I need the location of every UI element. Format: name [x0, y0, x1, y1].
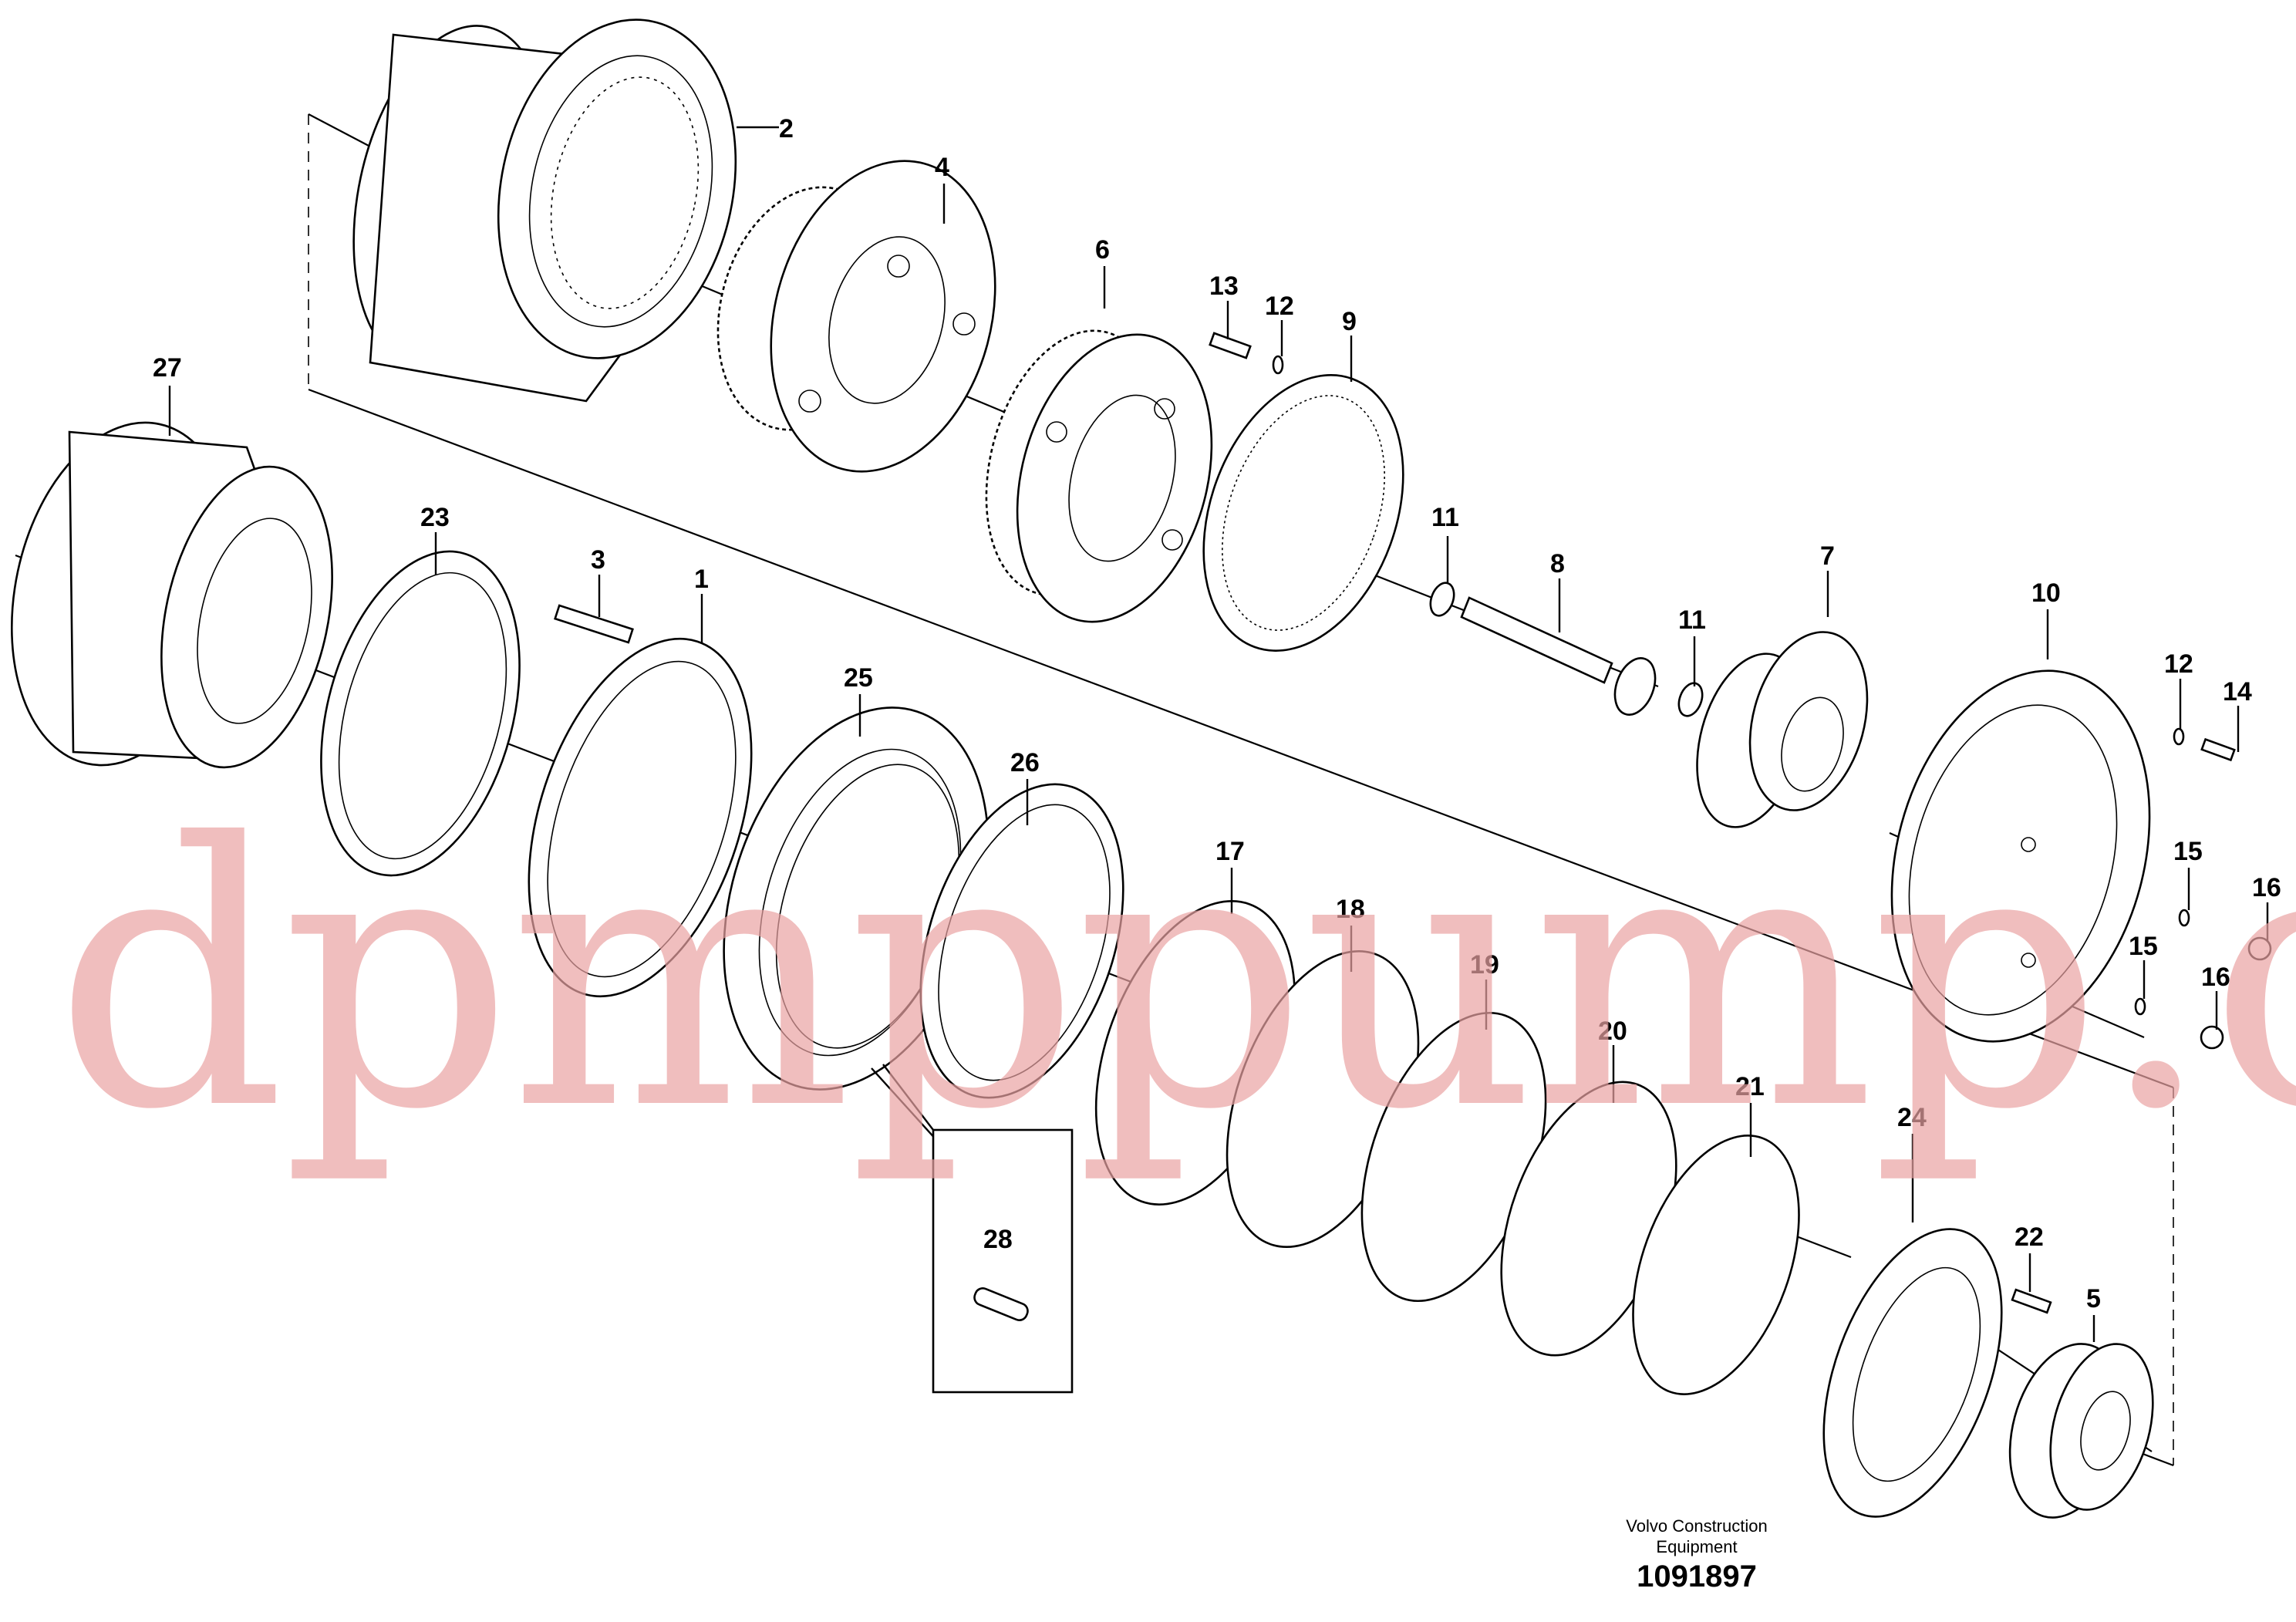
callout-16-lower: 16 [2201, 963, 2230, 992]
callout-11-upper: 11 [1431, 503, 1459, 532]
planet-carrier-large [716, 160, 996, 473]
callout-21: 21 [1735, 1072, 1765, 1101]
disc-24 [1822, 1228, 2003, 1518]
callout-19: 19 [1470, 950, 1499, 980]
callout-5: 5 [2086, 1284, 2101, 1313]
callout-18: 18 [1336, 895, 1365, 924]
callout-15-lower: 15 [2129, 932, 2158, 961]
callout-27: 27 [153, 353, 182, 383]
cover [1890, 669, 2151, 1043]
bolt-13 [1209, 332, 1252, 359]
nut-16-upper [2247, 936, 2272, 961]
piston-26 [919, 783, 1124, 1099]
callout-22: 22 [2014, 1222, 2044, 1252]
gear-5 [2008, 1343, 2154, 1519]
callout-6: 6 [1095, 235, 1110, 265]
pin-detail-box [871, 1064, 1074, 1394]
callout-23: 23 [420, 503, 450, 532]
o-ring-21 [1632, 1135, 1800, 1395]
bearing-ring-1 [528, 637, 753, 998]
callout-12-upper: 12 [1265, 292, 1294, 321]
footer-caption-line-1: Volvo Construction [1626, 1516, 1768, 1536]
nut-16-lower [2200, 1025, 2224, 1050]
washer-15-lower [2134, 997, 2146, 1016]
callout-labels: 2 4 6 13 12 9 27 23 11 3 8 7 1 10 11 12 … [153, 114, 2281, 1313]
callout-1: 1 [694, 565, 709, 594]
callout-13: 13 [1209, 271, 1239, 301]
callout-2: 2 [779, 114, 794, 143]
bolt-14 [2200, 737, 2236, 762]
callout-20: 20 [1598, 1017, 1627, 1046]
callout-10: 10 [2031, 578, 2061, 608]
planet-carrier-small [985, 329, 1213, 623]
callout-14: 14 [2223, 677, 2252, 706]
drawing-number: 1091897 [1637, 1560, 1757, 1593]
callout-24: 24 [1897, 1103, 1927, 1132]
leader-lines [168, 126, 2269, 1342]
callout-25: 25 [844, 663, 873, 693]
ring-gear-housing [352, 19, 737, 403]
pin-28 [973, 1287, 1029, 1321]
watermark-text: dpmppump.com [54, 767, 2296, 1189]
small-planet-carrier [1696, 631, 1869, 828]
washer-12-right [2173, 727, 2185, 746]
callout-26: 26 [1010, 748, 1040, 777]
bolt-3 [554, 604, 634, 644]
ring-gear [1202, 374, 1404, 652]
hub [10, 421, 333, 769]
callout-3: 3 [591, 545, 605, 575]
callout-4: 4 [935, 153, 949, 182]
callout-9: 9 [1342, 307, 1357, 336]
footer-caption-line-2: Equipment [1656, 1537, 1738, 1556]
callout-28: 28 [983, 1225, 1013, 1254]
callout-7: 7 [1820, 541, 1835, 571]
callout-17: 17 [1215, 837, 1245, 866]
washer-15-upper [2178, 909, 2190, 927]
snap-ring-11-lower [1677, 682, 1704, 717]
callout-16-upper: 16 [2252, 873, 2281, 902]
callout-8: 8 [1550, 549, 1565, 578]
sun-shaft [1460, 596, 1657, 716]
seal-23 [320, 550, 521, 877]
bolt-22 [2011, 1288, 2052, 1314]
callout-11-lower: 11 [1678, 605, 1706, 635]
snap-ring-11-upper [1429, 582, 1455, 617]
callout-15-upper: 15 [2173, 837, 2203, 866]
callout-12-right: 12 [2164, 649, 2193, 679]
washer-12-upper [1272, 355, 1284, 375]
